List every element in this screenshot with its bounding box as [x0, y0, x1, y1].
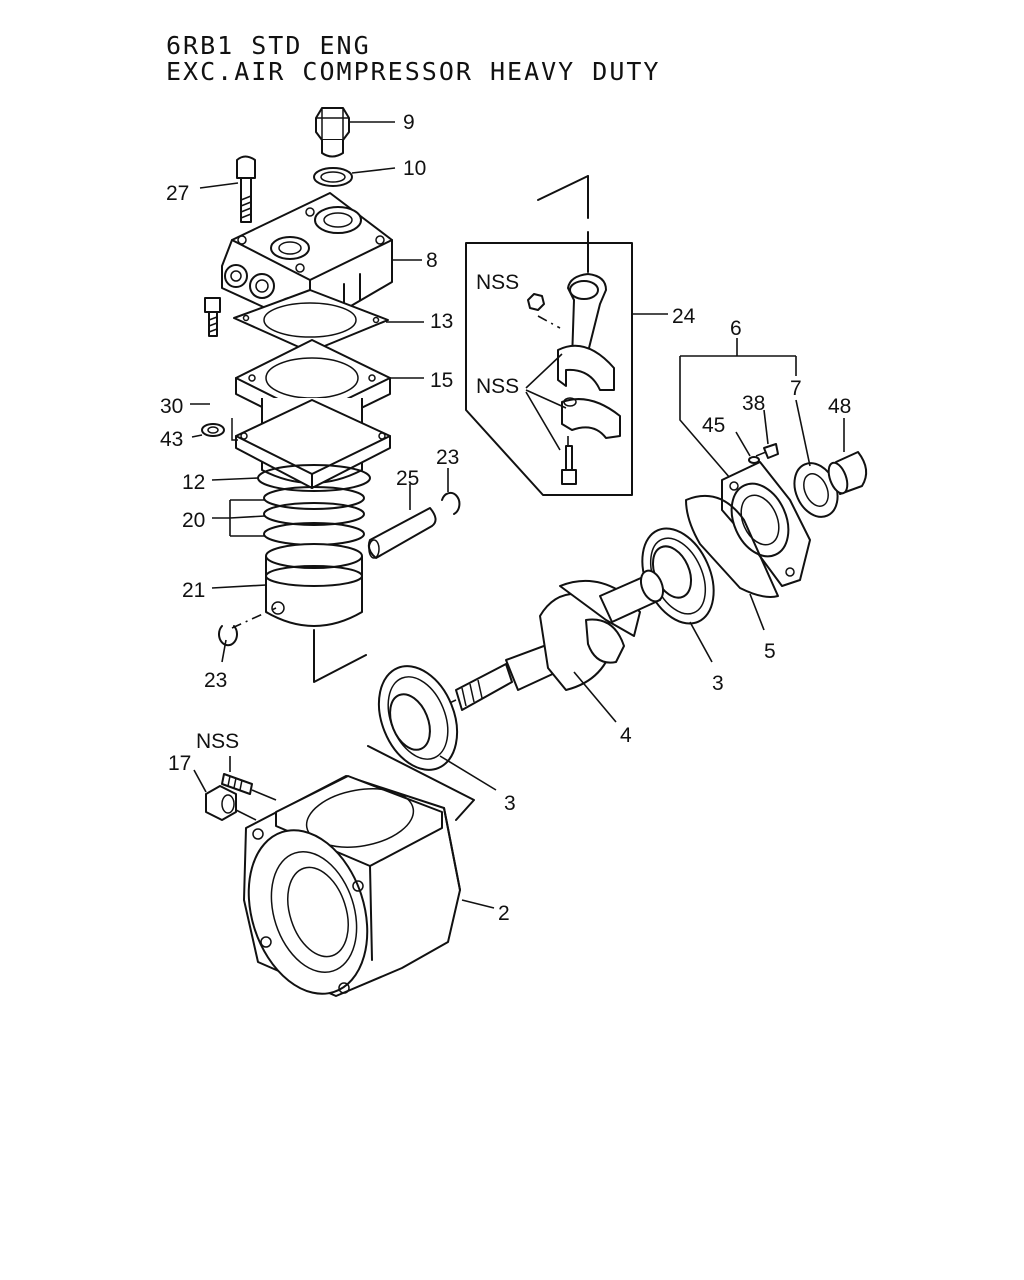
callout-17: 17 — [168, 752, 191, 775]
callout-3-rear: 3 — [712, 672, 724, 695]
part-2-crankcase — [243, 775, 495, 997]
part-30-bolt — [190, 297, 221, 405]
callout-13: 13 — [430, 310, 453, 333]
part-38-bolt — [755, 409, 779, 459]
axis-break-front — [367, 745, 475, 821]
callout-9: 9 — [403, 111, 415, 134]
axis-line-piston — [231, 607, 277, 629]
callout-20: 20 — [182, 509, 205, 532]
part-27-bolt — [199, 155, 256, 223]
nss-stud — [221, 756, 277, 801]
part-5-gasket — [685, 495, 779, 631]
title-line-1: 6RB1 STD ENG — [166, 31, 371, 60]
part-21-piston — [211, 543, 363, 627]
callout-48: 48 — [828, 395, 851, 418]
callout-21: 21 — [182, 579, 205, 602]
axis-break-piston — [313, 629, 367, 683]
callout-8: 8 — [426, 249, 438, 272]
callout-23-upper: 23 — [436, 446, 459, 469]
callout-3-front: 3 — [504, 792, 516, 815]
callout-15: 15 — [430, 369, 453, 392]
callout-25: 25 — [396, 467, 419, 490]
callout-45: 45 — [702, 414, 725, 437]
part-9-fitting — [315, 107, 395, 158]
title-line-2: EXC.AIR COMPRESSOR HEAVY DUTY — [166, 57, 661, 86]
callout-27: 27 — [166, 182, 189, 205]
part-25-piston-pin — [367, 484, 437, 559]
part-7-oil-seal — [793, 399, 839, 518]
callout-43: 43 — [160, 428, 183, 451]
callout-5: 5 — [764, 640, 776, 663]
part-48-sleeve — [827, 418, 868, 495]
callout-nss-stud: NSS — [196, 730, 239, 753]
part-20-piston-rings — [212, 486, 365, 546]
part-6-bracket-line — [679, 338, 797, 479]
part-13-gasket — [233, 289, 424, 353]
part-6-bearing-cover — [721, 461, 811, 587]
callout-38: 38 — [742, 392, 765, 415]
callout-7: 7 — [790, 377, 802, 400]
callout-6: 6 — [730, 317, 742, 340]
callout-2: 2 — [498, 902, 510, 925]
part-10-washer — [313, 167, 396, 187]
part-24-conrod-box — [465, 175, 668, 496]
part-43-washer — [191, 423, 225, 438]
callout-24: 24 — [672, 305, 696, 328]
callout-30: 30 — [160, 395, 183, 418]
callout-nss-nut: NSS — [476, 271, 519, 294]
part-23-circlip-lower — [218, 625, 238, 663]
part-4-crankshaft — [455, 569, 665, 723]
part-12-ring — [211, 464, 371, 492]
callout-23-lower: 23 — [204, 669, 227, 692]
callout-10: 10 — [403, 157, 426, 180]
callout-nss-bearing: NSS — [476, 375, 519, 398]
callout-12: 12 — [182, 471, 205, 494]
callout-4: 4 — [620, 724, 632, 747]
part-45-washer — [735, 431, 760, 464]
part-3-bearing-front — [377, 665, 497, 791]
part-17-fitting — [193, 769, 257, 821]
cylinder-barrel — [231, 398, 391, 489]
part-23-circlip-upper — [441, 468, 461, 515]
